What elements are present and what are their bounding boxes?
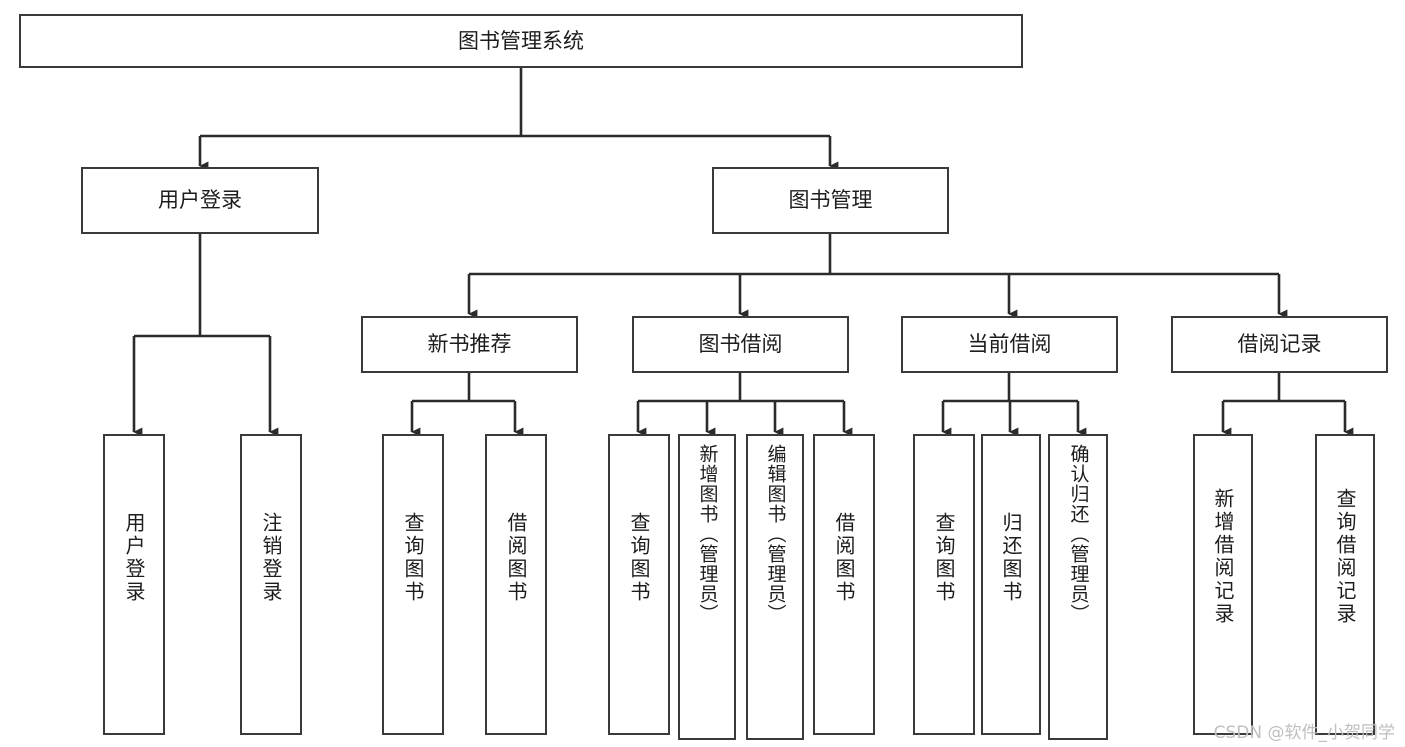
node-label: 图书管理系统 bbox=[458, 28, 584, 53]
leaf-borrow-book[interactable]: 借阅图书 bbox=[813, 434, 875, 735]
node-label: 借阅图书 bbox=[504, 512, 528, 604]
node-root-system[interactable]: 图书管理系统 bbox=[19, 14, 1023, 68]
node-label: 新增借阅记录 bbox=[1211, 488, 1235, 626]
node-label: 查询图书 bbox=[932, 512, 956, 604]
leaf-add-borrow-record[interactable]: 新增借阅记录 bbox=[1193, 434, 1253, 735]
leaf-query-book-recommend[interactable]: 查询图书 bbox=[382, 434, 444, 735]
leaf-edit-book-admin[interactable]: 编辑图书（管理员） bbox=[746, 434, 804, 740]
node-book-manage[interactable]: 图书管理 bbox=[712, 167, 949, 234]
node-label: 图书管理 bbox=[788, 188, 873, 213]
leaf-user-login[interactable]: 用户登录 bbox=[103, 434, 165, 735]
node-label: 当前借阅 bbox=[967, 332, 1052, 357]
node-new-book-recommend[interactable]: 新书推荐 bbox=[361, 316, 578, 373]
node-book-borrow[interactable]: 图书借阅 bbox=[632, 316, 849, 373]
node-label: 借阅图书 bbox=[832, 512, 856, 604]
leaf-confirm-return-admin[interactable]: 确认归还（管理员） bbox=[1048, 434, 1108, 740]
node-label: 查询图书 bbox=[627, 512, 651, 604]
node-label: 新书推荐 bbox=[427, 332, 512, 357]
node-borrow-record[interactable]: 借阅记录 bbox=[1171, 316, 1388, 373]
leaf-borrow-book-recommend[interactable]: 借阅图书 bbox=[485, 434, 547, 735]
node-label: 编辑图书（管理员） bbox=[764, 444, 787, 624]
csdn-watermark: CSDN @软件_小贺同学 bbox=[1213, 723, 1395, 743]
node-label: 借阅记录 bbox=[1237, 332, 1322, 357]
node-label: 用户登录 bbox=[158, 188, 242, 213]
node-label: 归还图书 bbox=[999, 512, 1023, 604]
leaf-query-book-current[interactable]: 查询图书 bbox=[913, 434, 975, 735]
leaf-add-book-admin[interactable]: 新增图书（管理员） bbox=[678, 434, 736, 740]
node-label: 查询借阅记录 bbox=[1333, 488, 1357, 626]
node-label: 图书借阅 bbox=[698, 332, 783, 357]
node-current-borrow[interactable]: 当前借阅 bbox=[901, 316, 1118, 373]
node-label: 用户登录 bbox=[122, 512, 146, 604]
node-label: 确认归还（管理员） bbox=[1067, 444, 1090, 624]
node-user-login[interactable]: 用户登录 bbox=[81, 167, 319, 234]
leaf-query-book-borrow[interactable]: 查询图书 bbox=[608, 434, 670, 735]
leaf-query-borrow-record[interactable]: 查询借阅记录 bbox=[1315, 434, 1375, 735]
leaf-logout[interactable]: 注销登录 bbox=[240, 434, 302, 735]
node-label: 新增图书（管理员） bbox=[696, 444, 719, 624]
leaf-return-book[interactable]: 归还图书 bbox=[981, 434, 1041, 735]
node-label: 注销登录 bbox=[259, 512, 283, 604]
node-label: 查询图书 bbox=[401, 512, 425, 604]
